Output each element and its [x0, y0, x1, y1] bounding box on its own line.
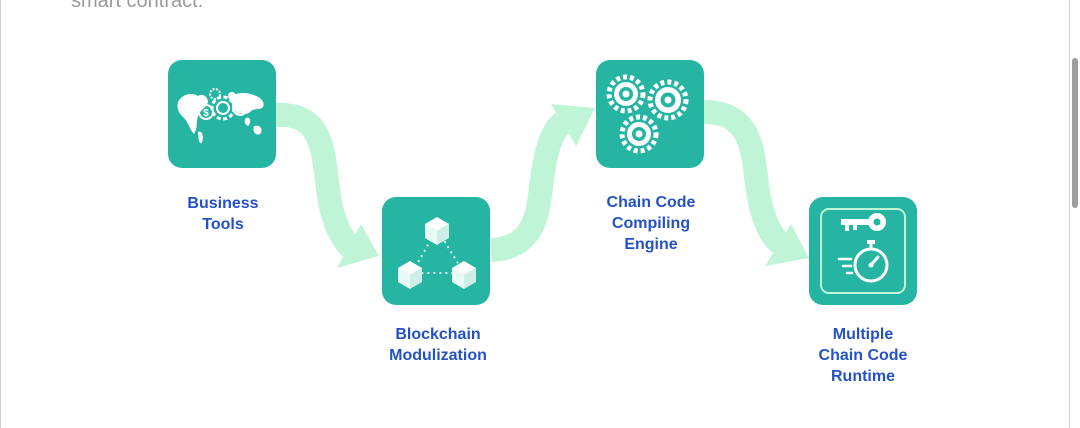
label-line: Blockchain: [395, 326, 481, 343]
gear-icon: [647, 79, 689, 121]
label-line: Modulization: [389, 347, 487, 364]
label-line: Chain Code: [818, 347, 908, 364]
label-line: Chain Code: [606, 194, 696, 211]
intro-text-fragment: smart contract.: [71, 0, 204, 12]
scrollbar[interactable]: [1070, 0, 1080, 428]
multiple-chain-code-runtime-node: [809, 197, 917, 305]
multiple-chain-code-runtime-label: Multiple Chain Code Runtime: [783, 324, 943, 387]
chain-code-compiling-engine-label: Chain Code Compiling Engine: [571, 192, 731, 255]
gear-icon: [606, 74, 646, 114]
cube-network-icon: [398, 217, 476, 289]
arrow-2-icon: [489, 104, 595, 262]
arrow-3-icon: [703, 100, 809, 266]
gear-icon: [619, 114, 659, 154]
arrow-1-icon: [274, 102, 379, 268]
svg-text:€: €: [237, 104, 243, 115]
label-line: Multiple: [832, 326, 894, 343]
blockchain-modulization-label: Blockchain Modulization: [358, 324, 518, 366]
scrollbar-thumb[interactable]: [1072, 58, 1078, 208]
label-line: Compiling: [611, 215, 691, 232]
key-icon: [841, 213, 886, 231]
label-line: Business: [187, 195, 259, 212]
chain-code-compiling-engine-node: [596, 60, 704, 168]
stopwatch-icon: [837, 240, 889, 283]
world-map-icon: $ €: [177, 88, 264, 144]
business-tools-node: $ €: [168, 60, 276, 168]
business-tools-label: Business Tools: [143, 193, 303, 235]
key-stopwatch-icon: [820, 208, 906, 294]
gears-icon: [606, 74, 689, 154]
svg-text:$: $: [203, 108, 209, 119]
label-line: Runtime: [831, 368, 895, 385]
blockchain-modulization-node: [382, 197, 490, 305]
label-line: Tools: [202, 216, 244, 233]
label-line: Engine: [624, 236, 678, 253]
